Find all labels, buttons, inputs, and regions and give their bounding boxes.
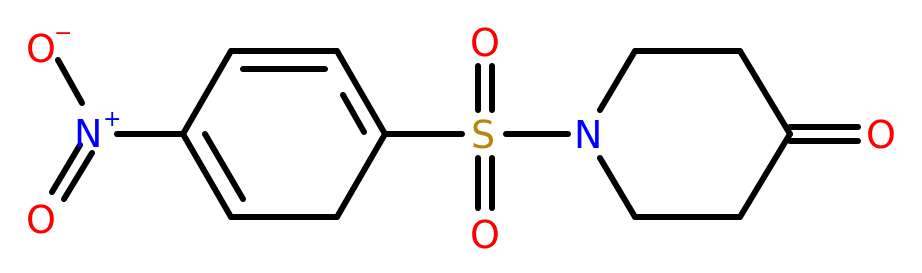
bond-pip-c6-n [597,155,638,220]
atom-o-nitro-top: O [26,27,56,71]
bond-ring-c6-c1 [180,131,234,220]
bond-o-n-nitro-top [55,57,85,106]
atom-o-ketone: O [866,113,896,157]
bond-ring-c3-c4 [334,48,388,137]
atom-o-nitro-bottom: O [26,198,56,242]
bond-n-o-nitro-bottom-2 [61,150,95,202]
atom-o-sulfonyl-top: O [470,21,500,65]
charge-o-nitro-top: − [54,21,72,46]
bonds [49,48,861,220]
bond-pip-n-c2 [597,48,638,113]
bond-ring-inner-right [340,92,367,135]
bond-ring-inner-left [202,131,246,202]
atom-s-sulfonyl: S [471,113,495,157]
atom-o-sulfonyl-bottom: O [470,213,500,257]
bond-pip-c4-c5 [737,131,793,220]
bond-ring-c4-c5 [334,131,388,220]
atom-n-nitro: N [74,112,102,156]
atom-labels: O − N + O S O O N O [26,21,896,257]
atom-n-piperidine: N [574,113,602,157]
bond-ring-c1-c2 [180,48,234,137]
bond-pip-c3-c4 [737,48,793,137]
charge-n-nitro: + [103,107,121,132]
bond-n-o-nitro-bottom-1 [49,142,83,195]
